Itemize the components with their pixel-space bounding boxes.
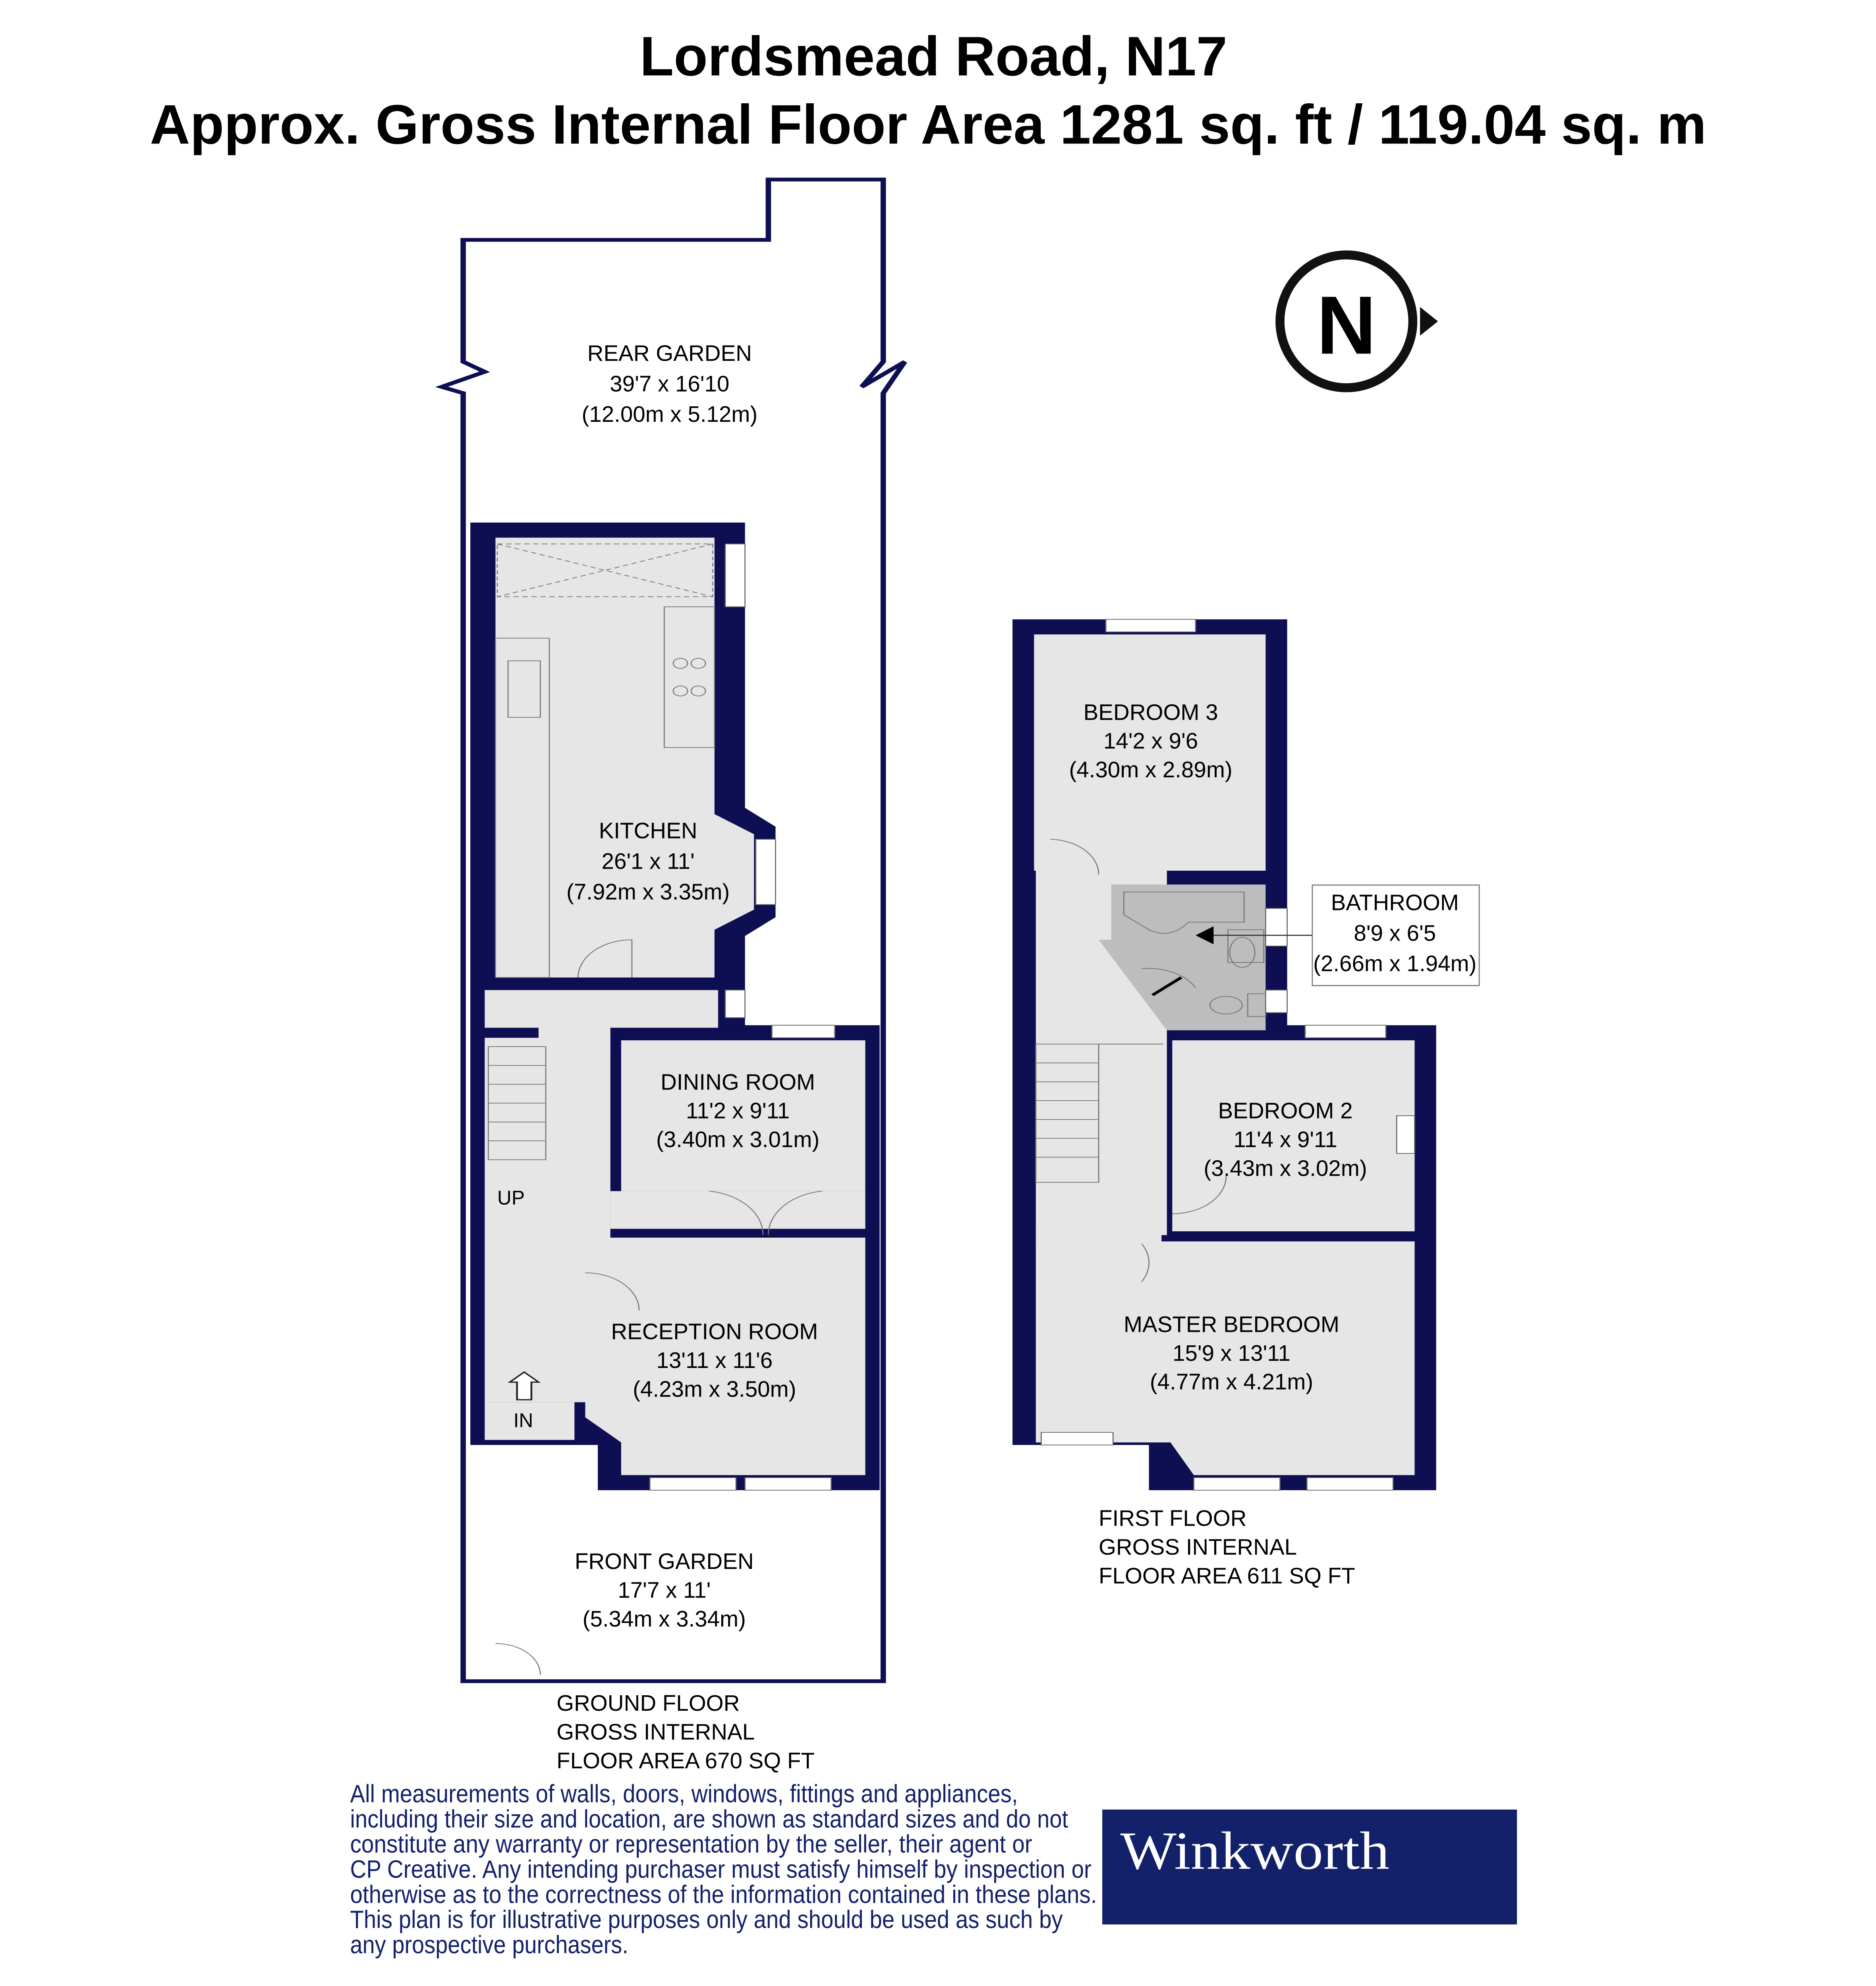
svg-text:FLOOR AREA 670 SQ FT: FLOOR AREA 670 SQ FT <box>556 1748 815 1773</box>
svg-text:GROSS INTERNAL: GROSS INTERNAL <box>1099 1534 1297 1559</box>
svg-text:otherwise as to the correctnes: otherwise as to the correctness of the i… <box>350 1881 1097 1909</box>
page-subtitle: Approx. Gross Internal Floor Area 1281 s… <box>150 93 1706 156</box>
staircase <box>487 1046 547 1160</box>
staircase-first-floor <box>1035 1043 1163 1183</box>
room-label-bedroom-2: BEDROOM 2 11'4 x 9'11 (3.43m x 3.02m) <box>1204 1098 1367 1181</box>
svg-text:RECEPTION ROOM: RECEPTION ROOM <box>611 1319 818 1344</box>
svg-text:REAR GARDEN: REAR GARDEN <box>587 340 752 365</box>
room-label-bedroom-3: BEDROOM 3 14'2 x 9'6 (4.30m x 2.89m) <box>1069 699 1232 782</box>
entrance-arrow-icon <box>508 1371 541 1401</box>
svg-text:14'2 x 9'6: 14'2 x 9'6 <box>1103 728 1198 753</box>
svg-text:GROUND FLOOR: GROUND FLOOR <box>556 1690 740 1716</box>
dining-room-area <box>621 1040 866 1191</box>
svg-text:8'9 x 6'5: 8'9 x 6'5 <box>1354 920 1436 945</box>
svg-text:any prospective purchasers.: any prospective purchasers. <box>350 1931 628 1959</box>
entrance-label: IN <box>514 1409 533 1432</box>
room-label-kitchen: KITCHEN 26'1 x 11' (7.92m x 3.35m) <box>566 818 730 904</box>
svg-text:CP Creative. Any intending pur: CP Creative. Any intending purchaser mus… <box>350 1856 1092 1884</box>
room-label-front-garden: FRONT GARDEN 17'7 x 11' (5.34m x 3.34m) <box>575 1549 754 1631</box>
svg-text:BEDROOM 3: BEDROOM 3 <box>1084 699 1218 724</box>
winkworth-logo: Winkworth <box>1102 1809 1517 1925</box>
svg-text:(4.23m x 3.50m): (4.23m x 3.50m) <box>633 1376 796 1401</box>
kitchen-area <box>495 537 754 978</box>
first-floor-area: FIRST FLOOR GROSS INTERNAL FLOOR AREA 61… <box>1099 1506 1355 1588</box>
svg-text:This plan is for illustrative: This plan is for illustrative purposes o… <box>350 1906 1063 1934</box>
first-floor-plan <box>1012 619 1436 1491</box>
room-label-master-bedroom: MASTER BEDROOM 15'9 x 13'11 (4.77m x 4.2… <box>1124 1312 1339 1395</box>
page-title: Lordsmead Road, N17 <box>640 25 1227 87</box>
svg-text:17'7 x 11': 17'7 x 11' <box>618 1577 711 1602</box>
room-label-dining-room: DINING ROOM 11'2 x 9'11 (3.40m x 3.01m) <box>656 1069 819 1152</box>
svg-text:constitute any warranty or rep: constitute any warranty or representatio… <box>350 1830 1032 1858</box>
room-label-bathroom: BATHROOM 8'9 x 6'5 (2.66m x 1.94m) <box>1196 884 1480 986</box>
plot-boundary <box>435 178 907 1683</box>
svg-text:11'4 x 9'11: 11'4 x 9'11 <box>1233 1127 1337 1152</box>
svg-text:All measurements of walls, doo: All measurements of walls, doors, window… <box>350 1780 1018 1808</box>
svg-text:MASTER BEDROOM: MASTER BEDROOM <box>1124 1312 1339 1337</box>
bedroom-3-area <box>1034 634 1266 871</box>
svg-text:(2.66m x 1.94m): (2.66m x 1.94m) <box>1313 951 1476 976</box>
svg-text:BATHROOM: BATHROOM <box>1331 890 1459 915</box>
svg-text:(5.34m x 3.34m): (5.34m x 3.34m) <box>583 1606 746 1631</box>
ground-floor-plan <box>470 522 880 1675</box>
bathroom-area <box>1099 884 1266 1030</box>
svg-text:including their size and locat: including their size and location, are s… <box>350 1805 1068 1833</box>
svg-text:FIRST FLOOR: FIRST FLOOR <box>1099 1506 1246 1531</box>
svg-text:(3.43m x 3.02m): (3.43m x 3.02m) <box>1204 1155 1367 1180</box>
room-label-rear-garden: REAR GARDEN 39'7 x 16'10 (12.00m x 5.12m… <box>582 340 757 427</box>
svg-text:15'9 x 13'11: 15'9 x 13'11 <box>1173 1341 1291 1366</box>
svg-text:BEDROOM 2: BEDROOM 2 <box>1218 1098 1353 1123</box>
svg-text:26'1 x 11': 26'1 x 11' <box>602 849 695 874</box>
north-compass-icon: N <box>1275 250 1438 392</box>
master-bedroom-area <box>1036 1241 1415 1475</box>
svg-text:(3.40m x 3.01m): (3.40m x 3.01m) <box>656 1127 819 1152</box>
svg-text:(4.30m x 2.89m): (4.30m x 2.89m) <box>1069 757 1232 782</box>
compass-letter: N <box>1317 279 1376 371</box>
svg-text:DINING ROOM: DINING ROOM <box>661 1069 815 1094</box>
reception-room-area <box>585 1237 866 1475</box>
room-label-reception-room: RECEPTION ROOM 13'11 x 11'6 (4.23m x 3.5… <box>611 1319 818 1402</box>
stairs-up-label: UP <box>497 1187 525 1209</box>
disclaimer: All measurements of walls, doors, window… <box>350 1780 1097 1959</box>
svg-text:KITCHEN: KITCHEN <box>599 818 697 843</box>
svg-text:FRONT GARDEN: FRONT GARDEN <box>575 1549 754 1574</box>
svg-text:13'11 x 11'6: 13'11 x 11'6 <box>656 1348 773 1373</box>
svg-text:39'7 x 16'10: 39'7 x 16'10 <box>610 371 729 396</box>
svg-text:GROSS INTERNAL: GROSS INTERNAL <box>556 1719 755 1745</box>
svg-text:(12.00m x 5.12m): (12.00m x 5.12m) <box>582 402 757 427</box>
svg-text:(7.92m x 3.35m): (7.92m x 3.35m) <box>566 879 730 904</box>
svg-text:Winkworth: Winkworth <box>1120 1821 1389 1881</box>
svg-text:(4.77m x 4.21m): (4.77m x 4.21m) <box>1150 1369 1313 1394</box>
svg-text:11'2 x 9'11: 11'2 x 9'11 <box>686 1098 790 1123</box>
ground-floor-area: GROUND FLOOR GROSS INTERNAL FLOOR AREA 6… <box>556 1690 815 1773</box>
svg-text:FLOOR AREA 611 SQ FT: FLOOR AREA 611 SQ FT <box>1099 1563 1355 1588</box>
bedroom-2-area <box>1172 1040 1415 1232</box>
